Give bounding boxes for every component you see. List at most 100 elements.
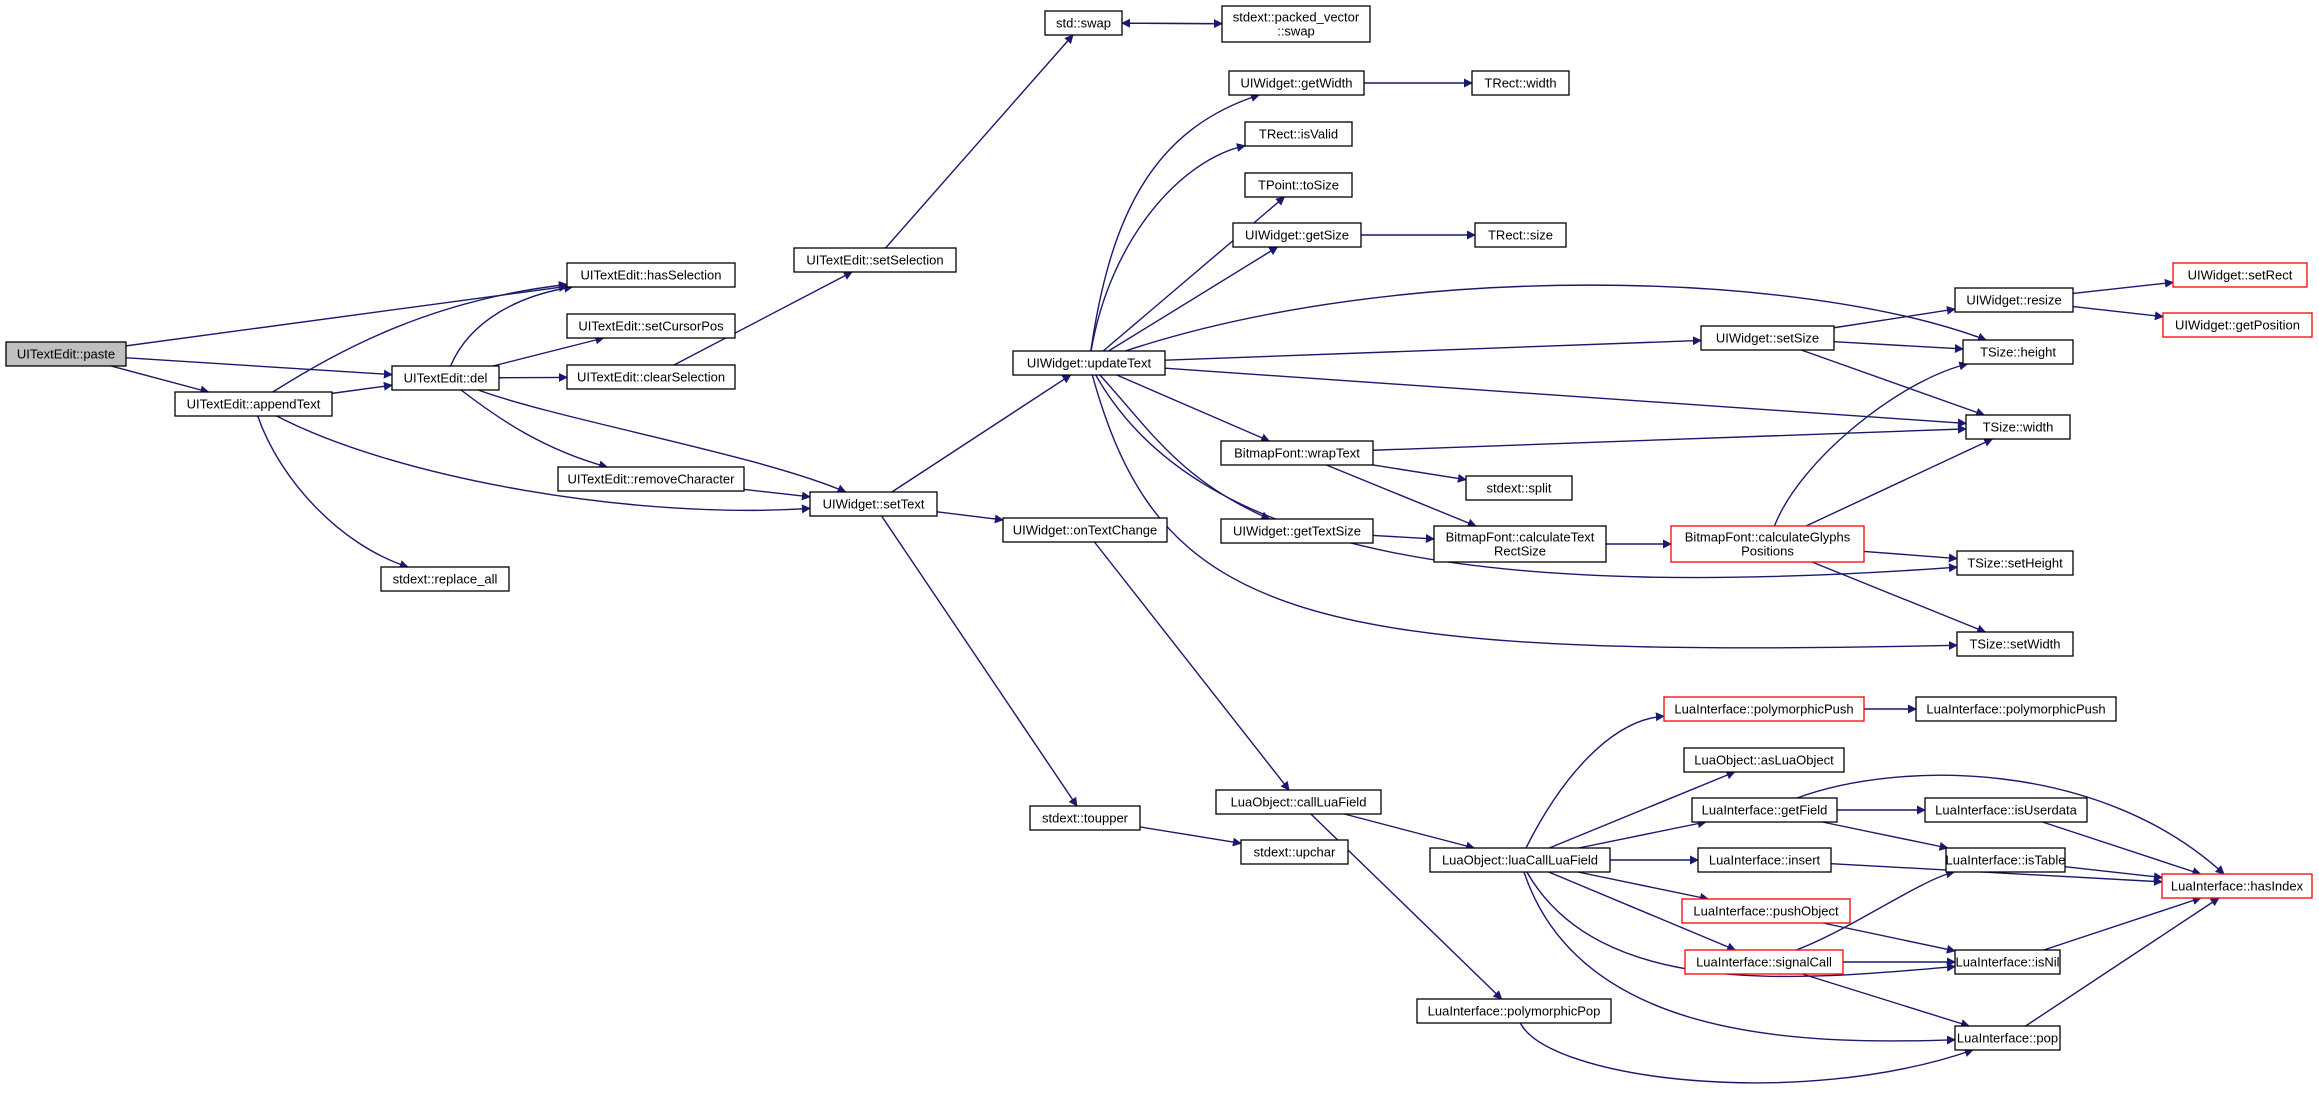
node-hasIndex[interactable]: LuaInterface::hasIndex (2161, 873, 2313, 899)
node-box (1945, 847, 2066, 873)
call-edge-resize-to-getPosition (2072, 305, 2164, 321)
node-box (2162, 312, 2313, 338)
node-wrapText[interactable]: BitmapFont::wrapText (1220, 440, 1374, 466)
node-box (1700, 325, 1835, 351)
node-swap[interactable]: std::swap (1044, 10, 1123, 36)
node-getField[interactable]: LuaInterface::getField (1691, 797, 1838, 823)
call-edge-updateText-to-getSize (1108, 246, 1279, 352)
node-appendText[interactable]: UITextEdit::appendText (174, 391, 333, 417)
node-box (1002, 517, 1168, 543)
node-rect_size[interactable]: TRect::size (1474, 222, 1567, 248)
node-signalCall[interactable]: LuaInterface::signalCall (1684, 949, 1844, 975)
call-edge-calcGlyphs-to-setHeight (1863, 550, 1958, 563)
node-box (5, 341, 127, 367)
node-updateText[interactable]: UIWidget::updateText (1012, 350, 1166, 376)
node-toSize[interactable]: TPoint::toSize (1244, 172, 1353, 198)
node-setWidth[interactable]: TSize::setWidth (1956, 631, 2074, 657)
node-getWidth[interactable]: UIWidget::getWidth (1228, 70, 1365, 96)
node-label: UITextEdit::hasSelection (581, 268, 722, 283)
node-label: LuaInterface::polymorphicPush (1674, 702, 1853, 717)
node-getPosition[interactable]: UIWidget::getPosition (2162, 312, 2313, 338)
node-setSelection[interactable]: UITextEdit::setSelection (793, 247, 957, 273)
node-box (1465, 475, 1573, 501)
node-pushObject[interactable]: LuaInterface::pushObject (1681, 898, 1851, 924)
call-edge-wrapText-to-tsize_width (1372, 424, 1967, 451)
call-edge-calcGlyphs-to-height (1773, 361, 1969, 527)
call-edge-setSize-to-tsize_width (1801, 349, 1986, 417)
node-asLuaObject[interactable]: LuaObject::asLuaObject (1683, 747, 1845, 773)
node-box (1954, 1025, 2061, 1051)
node-polyPushRed[interactable]: LuaInterface::polymorphicPush (1663, 696, 1865, 722)
call-edge-getField-to-hasIndex (1796, 774, 2225, 875)
node-polyPush[interactable]: LuaInterface::polymorphicPush (1915, 696, 2117, 722)
node-label: LuaInterface::pushObject (1693, 904, 1839, 919)
node-box (1956, 631, 2074, 657)
call-edge-updateText-to-setHeight (1095, 374, 1958, 579)
node-label: UIWidget::setSize (1716, 331, 1819, 346)
node-callLuaField[interactable]: LuaObject::callLuaField (1215, 789, 1382, 815)
node-label: UITextEdit::clearSelection (577, 370, 725, 385)
call-edge-getTextSize-to-calcTextRect (1372, 534, 1435, 544)
node-isTable[interactable]: LuaInterface::isTable (1945, 847, 2066, 873)
node-label: LuaInterface::isNil (1955, 955, 2059, 970)
node-resize[interactable]: UIWidget::resize (1954, 287, 2074, 313)
node-tsize_width[interactable]: TSize::width (1965, 414, 2071, 440)
node-clearSelection[interactable]: UITextEdit::clearSelection (566, 364, 736, 390)
node-box (2161, 873, 2313, 899)
node-label: ::swap (1277, 24, 1315, 39)
call-edge-onTextChange-to-callLuaField (1093, 541, 1290, 791)
node-label: LuaInterface::polymorphicPop (1428, 1004, 1601, 1019)
node-setText[interactable]: UIWidget::setText (809, 491, 938, 517)
node-label: LuaObject::callLuaField (1231, 795, 1367, 810)
node-label: UIWidget::updateText (1027, 356, 1152, 371)
node-upchar[interactable]: stdext::upchar (1240, 839, 1349, 865)
node-setHeight[interactable]: TSize::setHeight (1956, 550, 2074, 576)
node-del[interactable]: UITextEdit::del (391, 365, 500, 391)
node-box (1228, 70, 1365, 96)
node-isValid[interactable]: TRect::isValid (1244, 121, 1353, 147)
node-setCursorPos[interactable]: UITextEdit::setCursorPos (566, 313, 736, 339)
node-getSize[interactable]: UIWidget::getSize (1232, 222, 1362, 248)
node-box (1220, 518, 1374, 544)
node-label: LuaInterface::isTable (1946, 853, 2066, 868)
node-label: UIWidget::setText (823, 497, 925, 512)
node-rect_width[interactable]: TRect::width (1471, 70, 1570, 96)
node-getTextSize[interactable]: UIWidget::getTextSize (1220, 518, 1374, 544)
node-polyPop[interactable]: LuaInterface::polymorphicPop (1416, 998, 1612, 1024)
node-replace_all[interactable]: stdext::replace_all (380, 566, 510, 592)
call-edge-setText-to-updateText (891, 374, 1072, 493)
node-hasSelection[interactable]: UITextEdit::hasSelection (566, 262, 736, 288)
node-split[interactable]: stdext::split (1465, 475, 1573, 501)
node-setRect[interactable]: UIWidget::setRect (2172, 262, 2308, 288)
node-removeCharacter[interactable]: UITextEdit::removeCharacter (557, 466, 745, 492)
node-box (1962, 339, 2074, 365)
call-edge-setSize-to-resize (1833, 305, 1956, 329)
node-toupper[interactable]: stdext::toupper (1029, 805, 1141, 831)
node-label: UIWidget::resize (1966, 293, 2061, 308)
call-edge-luaCallLuaField-to-pop (1523, 871, 1956, 1045)
call-edge-luaCallLuaField-to-polyPushRed (1525, 712, 1665, 849)
node-pv_swap[interactable]: stdext::packed_vector::swap (1221, 5, 1371, 43)
node-box (1044, 10, 1123, 36)
call-edge-del-to-removeCharacter (460, 389, 609, 470)
call-edge-appendText-to-hasSelection (272, 280, 568, 393)
node-isNil[interactable]: LuaInterface::isNil (1954, 949, 2061, 975)
node-label: TSize::setHeight (1967, 556, 2063, 571)
node-label: TRect::size (1488, 228, 1553, 243)
node-pop[interactable]: LuaInterface::pop (1954, 1025, 2061, 1051)
node-box (1697, 847, 1832, 873)
node-insert[interactable]: LuaInterface::insert (1697, 847, 1832, 873)
call-edge-isTable-to-hasIndex (2064, 865, 2163, 882)
node-onTextChange[interactable]: UIWidget::onTextChange (1002, 517, 1168, 543)
node-height[interactable]: TSize::height (1962, 339, 2074, 365)
node-label: BitmapFont::wrapText (1234, 446, 1360, 461)
node-isUserdata[interactable]: LuaInterface::isUserdata (1924, 797, 2088, 823)
node-label: UIWidget::getPosition (2175, 318, 2300, 333)
node-setSize[interactable]: UIWidget::setSize (1700, 325, 1835, 351)
node-box (1663, 696, 1865, 722)
call-edge-updateText-to-tsize_width (1164, 367, 1967, 428)
node-luaCallLuaField[interactable]: LuaObject::luaCallLuaField (1429, 847, 1611, 873)
node-box (1012, 350, 1166, 376)
